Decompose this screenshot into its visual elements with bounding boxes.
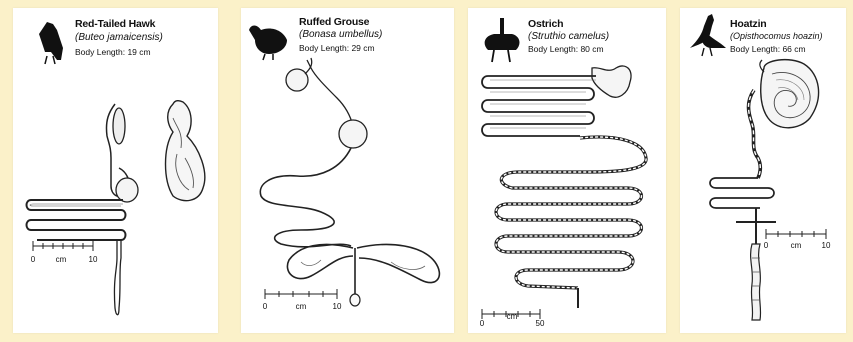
- body-length: Body Length: 19 cm: [75, 47, 151, 57]
- grouse-silhouette-icon: [249, 26, 287, 61]
- scale-unit-label: cm: [56, 255, 67, 264]
- scientific-name: (Opisthocomus hoazin): [730, 31, 823, 41]
- grouse-digestive-tract-drawing: [241, 8, 454, 333]
- panel-red-tailed-hawk: Red-Tailed Hawk (Buteo jamaicensis) Body…: [13, 8, 218, 333]
- scientific-name: (Buteo jamaicensis): [75, 32, 163, 43]
- panel-hoatzin: Hoatzin (Opisthocomus hoazin) Body Lengt…: [680, 8, 846, 333]
- scale-unit-label: cm: [507, 312, 518, 321]
- scale-unit-label: cm: [296, 302, 307, 311]
- scale-start-label: 0: [263, 302, 267, 311]
- panel-title: Red-Tailed Hawk: [75, 18, 155, 30]
- body-length: Body Length: 66 cm: [730, 44, 806, 54]
- scale-end-label: 50: [536, 319, 545, 328]
- scale-end-label: 10: [333, 302, 342, 311]
- scale-start-label: 0: [31, 255, 35, 264]
- hoatzin-silhouette-icon: [690, 14, 726, 56]
- panel-ruffed-grouse: Ruffed Grouse (Bonasa umbellus) Body Len…: [241, 8, 454, 333]
- hoatzin-digestive-tract-drawing: [680, 8, 846, 333]
- panel-title: Ruffed Grouse: [299, 16, 369, 28]
- panel-ostrich: Ostrich (Struthio camelus) Body Length: …: [468, 8, 666, 333]
- ostrich-silhouette-icon: [485, 18, 520, 62]
- scale-end-label: 10: [89, 255, 98, 264]
- scale-start-label: 0: [480, 319, 484, 328]
- panel-title: Hoatzin: [730, 18, 767, 30]
- ostrich-digestive-tract-drawing: [468, 8, 666, 333]
- scientific-name: (Struthio camelus): [528, 31, 609, 42]
- hawk-silhouette-icon: [39, 22, 63, 64]
- panel-title: Ostrich: [528, 18, 563, 30]
- scale-start-label: 0: [764, 241, 768, 250]
- body-length: Body Length: 29 cm: [299, 43, 375, 53]
- scientific-name: (Bonasa umbellus): [299, 29, 382, 40]
- scale-unit-label: cm: [791, 241, 802, 250]
- body-length: Body Length: 80 cm: [528, 44, 604, 54]
- scale-end-label: 10: [822, 241, 831, 250]
